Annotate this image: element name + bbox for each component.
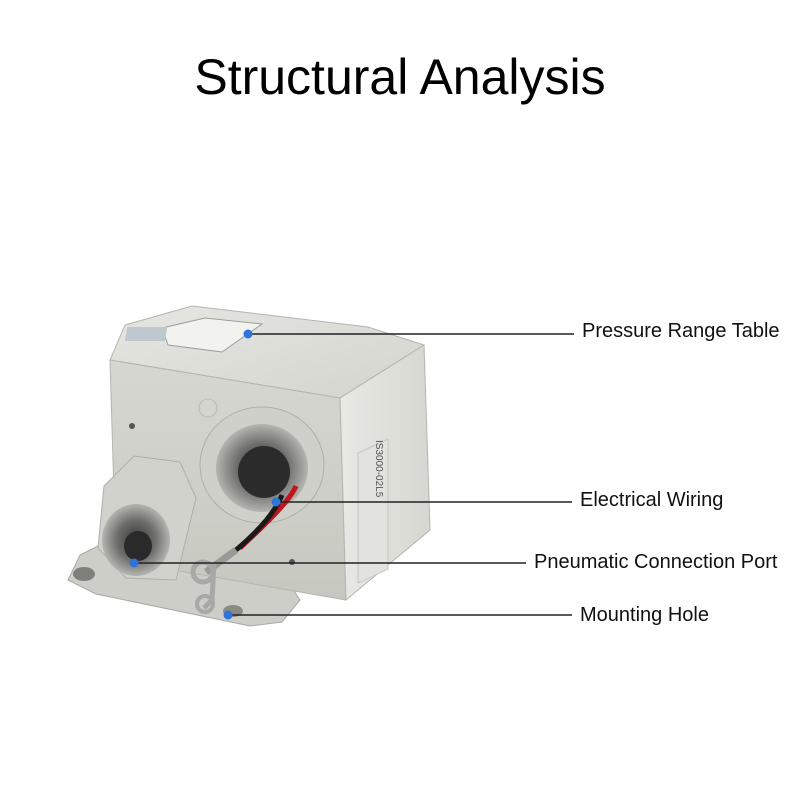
left-flange-hole (73, 567, 95, 581)
pressure-range-window (161, 317, 264, 353)
marker-dot-electrical-wiring (271, 497, 281, 507)
model-label-text: IS3000-02L5 (373, 440, 384, 498)
marker-dot-pneumatic-connection-port (129, 558, 139, 568)
pressure-range-scale (124, 327, 168, 341)
callout-label-mounting-hole: Mounting Hole (580, 604, 709, 626)
callout-label-pressure-range-table: Pressure Range Table (582, 320, 780, 342)
pneumatic-port-bore (124, 531, 152, 561)
front-boss (198, 398, 218, 418)
page-title: Structural Analysis (194, 49, 606, 105)
marker-dot-mounting-hole (223, 610, 233, 620)
marker-dot-pressure-range-table (243, 329, 253, 339)
front-screw-hole-2 (289, 559, 295, 565)
callout-label-electrical-wiring: Electrical Wiring (580, 489, 724, 511)
conduit-inner (238, 446, 290, 498)
side-label: IS3000-02L5 (357, 438, 389, 584)
ring-terminal-eye (195, 594, 215, 614)
callout-label-pneumatic-connection-port: Pneumatic Connection Port (534, 551, 778, 573)
front-screw-hole (129, 423, 135, 429)
black-wire (234, 494, 285, 552)
